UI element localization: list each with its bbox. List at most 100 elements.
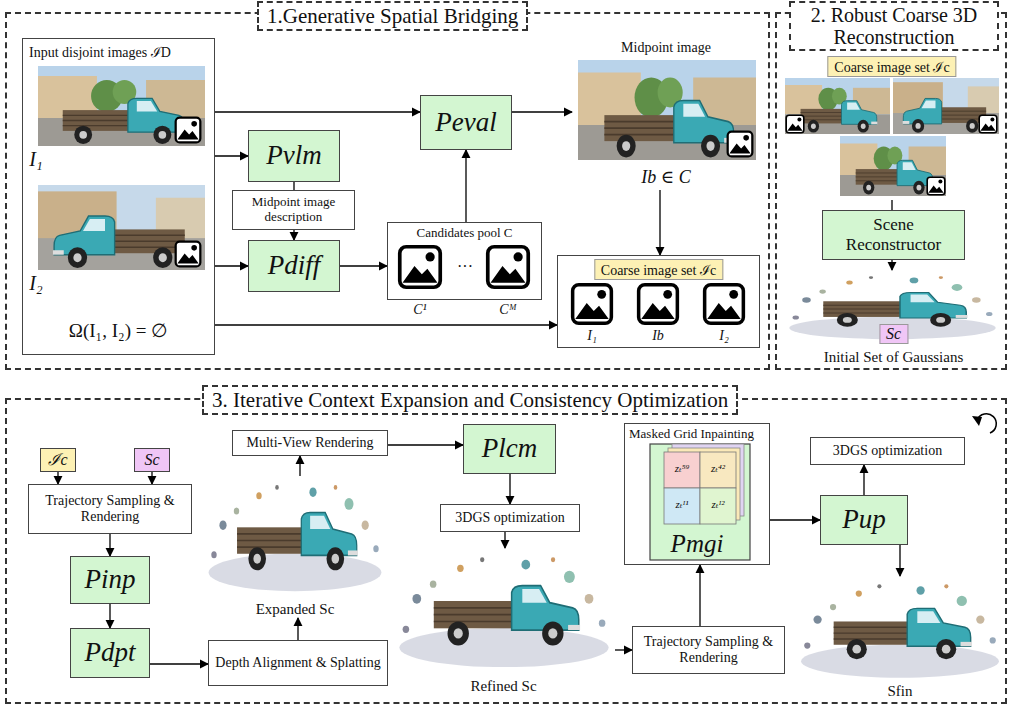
node-text: Pdiff	[268, 250, 321, 281]
image-label: Cᴹ	[490, 302, 526, 317]
node-text: Candidates pool C	[388, 225, 541, 241]
connector-arrow	[509, 474, 510, 504]
connector-arrow	[57, 472, 58, 484]
node-text: Coarse image set ℐc	[594, 259, 723, 280]
node-text: Multi-View Rendering	[246, 435, 373, 451]
node-text: Pdpt	[85, 637, 136, 668]
section-title: 3. Iterative Context Expansion and Consi…	[202, 385, 738, 415]
node-text: Input disjoint images ℐD	[29, 42, 171, 61]
input-box: Input disjoint images ℐD Ω(I₁, I₂) = ∅	[22, 38, 215, 355]
module-box: Scene Reconstructor	[822, 210, 965, 260]
section-title: 1.Generative Spatial Bridging	[257, 1, 528, 31]
process-box: Trajectory Sampling & Rendering	[28, 484, 192, 534]
module-box: Pup	[820, 495, 908, 545]
connector-arrow	[215, 155, 248, 156]
image-figure: Midpoint image Ib ∈ C	[572, 40, 760, 190]
gaussian-figure: ScInitial Set of Gaussians	[785, 270, 1002, 366]
connector-arrow	[109, 534, 110, 556]
process-box: Trajectory Sampling & Rendering	[632, 626, 785, 674]
node-text: Trajectory Sampling & Rendering	[639, 634, 778, 666]
connector-arrow	[299, 456, 300, 476]
connector-arrow	[215, 111, 420, 112]
node-text: Pup	[842, 504, 886, 535]
connector-arrow	[659, 190, 660, 255]
connector-arrow	[465, 150, 466, 222]
connector-arrow	[293, 182, 294, 190]
inpainting-box: Masked Grid InpaintingPmgi	[624, 423, 770, 565]
module-box: Pdiff	[248, 240, 340, 292]
process-box: Depth Alignment & Splatting	[208, 640, 388, 686]
node-text: Sfin	[795, 683, 1005, 700]
node-text: Pvlm	[266, 140, 321, 171]
node-text: Expanded Sc	[205, 601, 385, 618]
node-text: Masked Grid Inpainting	[629, 426, 754, 442]
connector-arrow	[891, 260, 892, 270]
node-text: Pmgi	[625, 530, 769, 558]
image-label: zₜᴵ¹	[665, 498, 699, 510]
image-label: zₜᴵ²	[701, 498, 735, 510]
connector-arrow	[512, 111, 572, 112]
module-box: Plcm	[463, 424, 556, 474]
image-label: ···	[447, 258, 483, 276]
node-text: Plcm	[482, 433, 537, 464]
process-box: 3DGS optimization	[810, 437, 965, 465]
image-label: I₁	[574, 328, 610, 343]
node-text: Peval	[435, 107, 496, 138]
node-text: Refined Sc	[392, 678, 615, 695]
scene-figure: Expanded Sc	[205, 476, 385, 618]
connector-arrow	[297, 618, 298, 640]
node-text: ℐc	[48, 451, 67, 469]
node-text: Sc	[144, 451, 159, 469]
scene-figure: Refined Sc	[392, 548, 615, 695]
connector-arrow	[770, 519, 820, 520]
connector-arrow	[863, 465, 864, 495]
process-box: Multi-View Rendering	[232, 430, 388, 456]
node-text: Ω(I₁, I₂) = ∅	[23, 319, 214, 342]
section-panel: 2. Robust Coarse 3D ReconstructionCoarse…	[775, 12, 1007, 370]
node-text: Depth Alignment & Splatting	[215, 655, 380, 671]
node-text: Coarse image set ℐc	[827, 56, 956, 77]
module-box: Pvlm	[248, 130, 340, 182]
input-tag: ℐc	[40, 448, 76, 472]
connector-arrow	[891, 200, 892, 210]
connector-arrow	[615, 649, 632, 650]
node-text: Midpoint image description	[239, 195, 348, 225]
input-tag: Sc	[134, 448, 170, 472]
image-label: Ib	[640, 328, 676, 343]
section-title: 2. Robust Coarse 3D Reconstruction	[789, 1, 999, 51]
section-panel: 1.Generative Spatial BridgingInput disjo…	[5, 12, 770, 370]
node-text: Sc	[879, 324, 908, 344]
image-label: zₜ⁴²	[701, 462, 735, 474]
node-text: Scene Reconstructor	[829, 215, 958, 254]
node-text: Midpoint image	[572, 40, 760, 56]
module-box: Pdpt	[70, 628, 150, 678]
connector-arrow	[340, 265, 387, 266]
connector-arrow	[699, 565, 700, 626]
connector-arrow	[215, 265, 248, 266]
module-box: Peval	[420, 95, 512, 150]
image-label: I₁	[24, 148, 48, 170]
process-box: 3DGS optimization	[440, 504, 580, 532]
description-box: Midpoint image description	[232, 190, 355, 230]
node-text: Trajectory Sampling & Rendering	[35, 493, 185, 525]
connector-arrow	[150, 663, 208, 664]
section-panel: 3. Iterative Context Expansion and Consi…	[5, 398, 1007, 704]
connector-arrow	[899, 545, 900, 576]
image-set-figure: Coarse image set ℐc	[782, 56, 1002, 200]
connector-arrow	[504, 532, 505, 548]
image-label: zₜ⁵⁹	[665, 462, 699, 474]
node-text: 3DGS optimization	[455, 510, 564, 526]
module-box: Pinp	[70, 556, 150, 604]
connector-arrow	[215, 324, 557, 325]
image-label: C¹	[402, 302, 438, 317]
node-text: Initial Set of Gaussians	[785, 349, 1002, 366]
node-text: 3DGS optimization	[833, 443, 942, 459]
node-text: Ib ∈ C	[572, 166, 760, 188]
image-label: I₂	[706, 328, 742, 343]
connector-arrow	[293, 230, 294, 240]
node-text: Pinp	[85, 564, 136, 595]
scene-figure: Sfin	[795, 576, 1005, 700]
connector-arrow	[151, 472, 152, 484]
connector-arrow	[109, 604, 110, 628]
connector-arrow	[388, 444, 463, 445]
